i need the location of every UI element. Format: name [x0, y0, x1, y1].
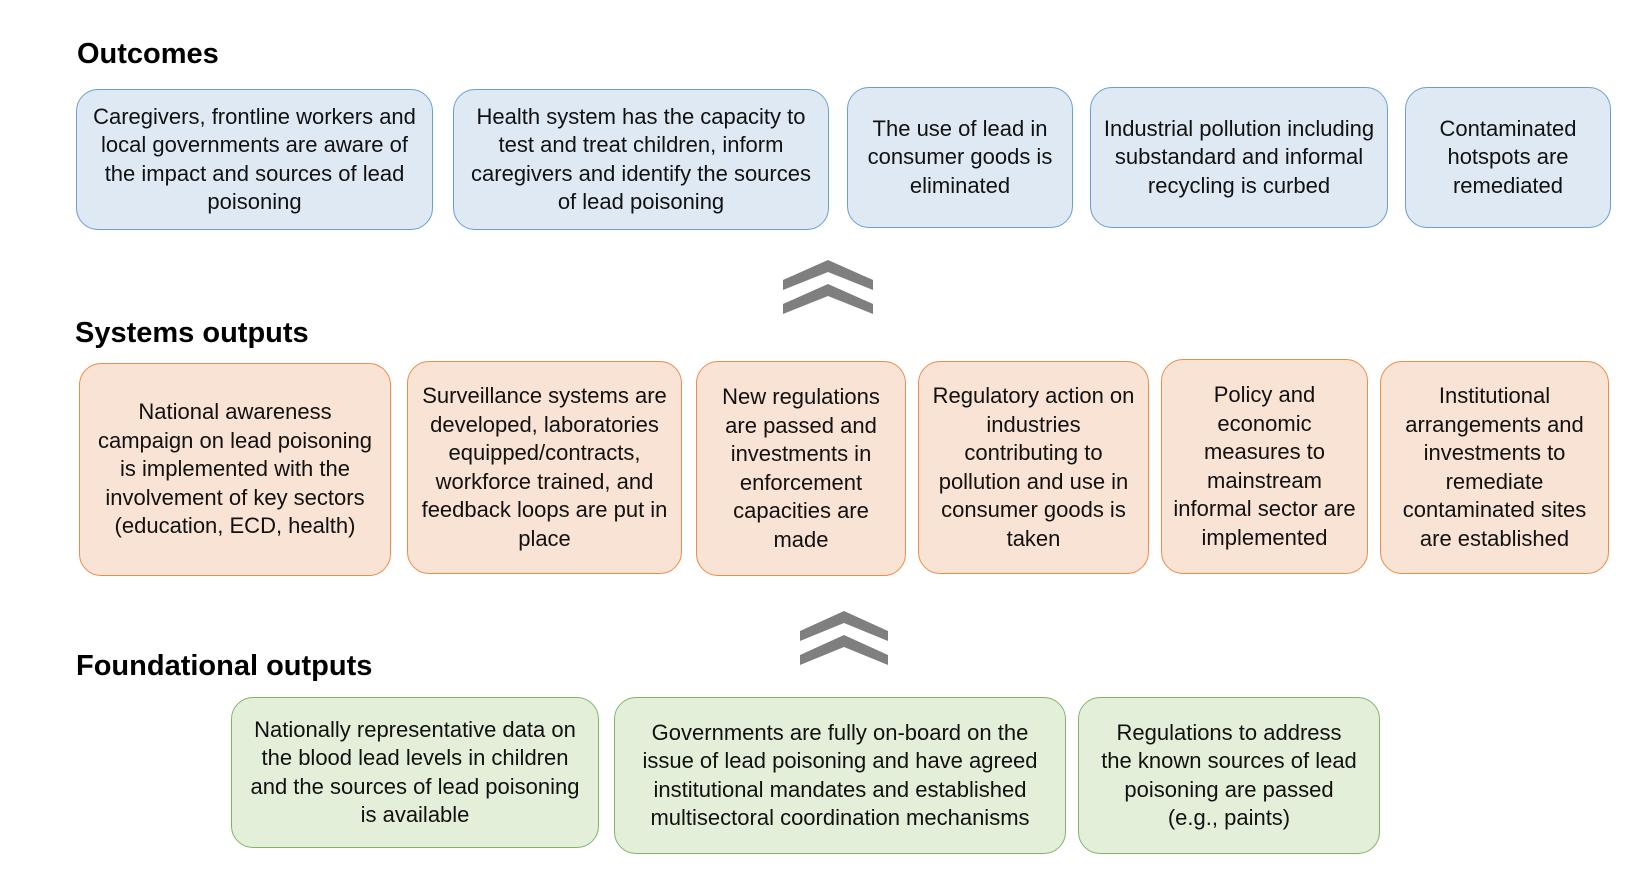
foundational-box-regulations: Regulations to address the known sources… [1078, 697, 1380, 854]
outcome-box-health-system: Health system has the capacity to test a… [453, 89, 829, 230]
system-box-regulatory-action: Regulatory action on industries contribu… [918, 361, 1149, 574]
foundational-box-data: Nationally representative data on the bl… [231, 697, 599, 848]
outcome-box-awareness: Caregivers, frontline workers and local … [76, 89, 433, 230]
double-chevron-up-icon [783, 260, 873, 314]
double-chevron-up-icon [800, 611, 888, 665]
system-box-institutional: Institutional arrangements and investmen… [1380, 361, 1609, 574]
foundational-box-governments: Governments are fully on-board on the is… [614, 697, 1066, 854]
system-box-awareness-campaign: National awareness campaign on lead pois… [79, 363, 391, 576]
foundational-outputs-title: Foundational outputs [76, 650, 373, 682]
system-box-new-regulations: New regulations are passed and investmen… [696, 361, 906, 576]
outcome-box-consumer-goods: The use of lead in consumer goods is eli… [847, 87, 1073, 228]
system-box-surveillance: Surveillance systems are developed, labo… [407, 361, 682, 574]
system-box-policy-measures: Policy and economic measures to mainstre… [1161, 359, 1368, 574]
outcome-box-hotspots: Contaminated hotspots are remediated [1405, 87, 1611, 228]
outcomes-title: Outcomes [77, 38, 219, 70]
systems-outputs-title: Systems outputs [75, 317, 309, 349]
outcome-box-industrial-pollution: Industrial pollution including substanda… [1090, 87, 1388, 228]
